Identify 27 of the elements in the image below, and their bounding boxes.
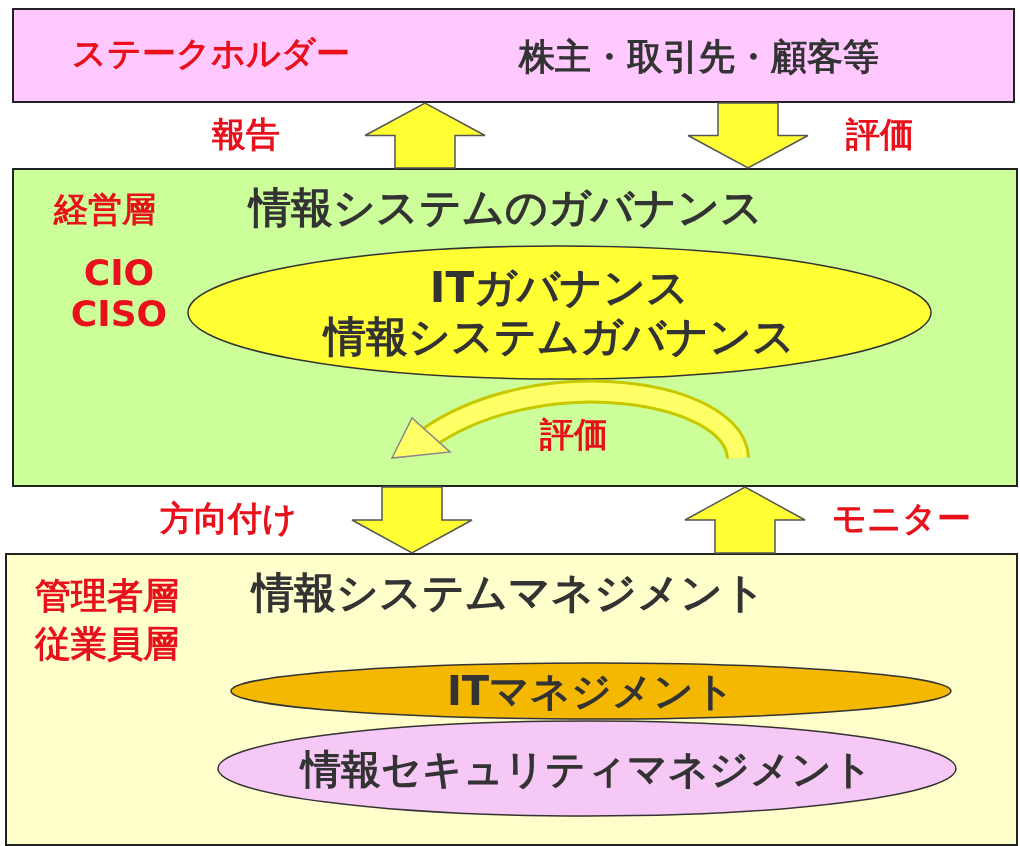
edge-label: 報告	[212, 113, 280, 156]
security-ellipse	[217, 720, 957, 817]
governance-band	[12, 168, 1018, 487]
edge-label: 評価	[846, 113, 914, 156]
band-title: 情報システムマネジメント	[252, 569, 766, 618]
role-label: 従業員層	[35, 623, 179, 665]
block-arrow	[364, 102, 486, 169]
management-band	[5, 553, 1018, 846]
band-title: 株主・取引先・顧客等	[519, 36, 879, 78]
ellipse-label: 情報セキュリティマネジメント	[301, 745, 873, 792]
edge-label: モニター	[832, 497, 971, 540]
role-label: ステークホルダー	[72, 34, 350, 74]
ellipse-label: ITガバナンス	[429, 264, 690, 313]
ellipse-label: 情報システムガバナンス	[324, 312, 795, 361]
arrow-label: 評価	[540, 413, 608, 456]
edge-label: 方向付け	[160, 497, 297, 540]
band-title: 情報システムのガバナンス	[249, 184, 763, 233]
role-label: 管理者層	[35, 575, 179, 617]
stakeholder-band	[12, 8, 1015, 103]
role-label: 経営層	[54, 190, 156, 230]
governance-ellipse	[187, 245, 932, 380]
role-label: CIO CISO	[69, 252, 169, 335]
block-arrow	[351, 486, 473, 554]
ellipse-label: ITマネジメント	[446, 668, 736, 714]
management-ellipse	[230, 662, 952, 720]
block-arrow	[684, 486, 806, 554]
block-arrow	[687, 102, 809, 169]
